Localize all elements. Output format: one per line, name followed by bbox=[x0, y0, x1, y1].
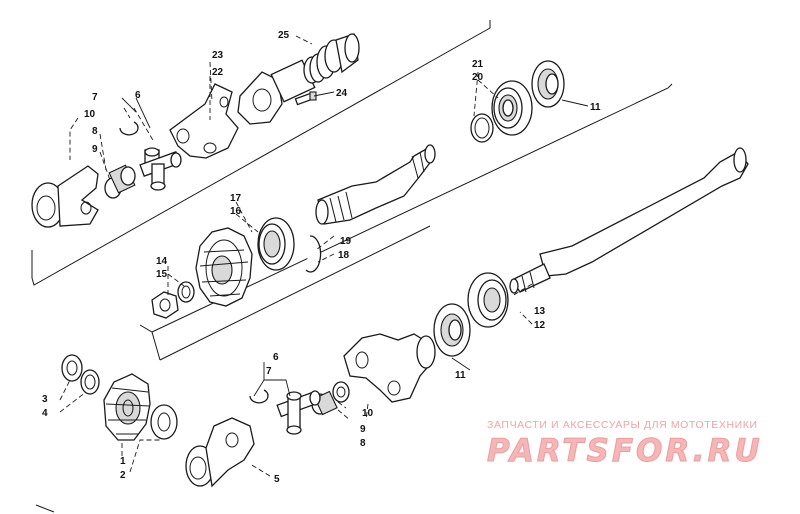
bearing-cup-top bbox=[104, 164, 136, 199]
callout-4: 4 bbox=[42, 408, 48, 419]
callout-11-top: 11 bbox=[590, 102, 601, 113]
bevel-gear-bottom bbox=[103, 373, 151, 441]
callout-20: 20 bbox=[472, 72, 484, 83]
callout-1: 1 bbox=[120, 456, 126, 467]
assembly-frames bbox=[31, 20, 673, 513]
seal-middle bbox=[433, 303, 471, 357]
callout-22: 22 bbox=[212, 67, 224, 78]
callout-10-bottom: 10 bbox=[362, 408, 374, 419]
callout-12: 12 bbox=[534, 320, 546, 331]
yoke-top bbox=[31, 165, 99, 228]
bearing-middle bbox=[467, 272, 509, 328]
bolt bbox=[294, 91, 317, 106]
flange-yoke bbox=[169, 83, 239, 159]
callout-5: 5 bbox=[274, 474, 280, 485]
callout-labels: 1 2 3 4 5 6 6 7 7 8 8 9 9 10 10 11 11 12… bbox=[42, 30, 601, 485]
snap-ring-middle bbox=[305, 235, 322, 273]
needle-bearing bbox=[257, 217, 295, 271]
callout-8-bottom: 8 bbox=[360, 438, 366, 449]
watermark-logo: PARTSFOR.RU bbox=[487, 433, 763, 470]
watermark-caption: ЗАПЧАСТИ И АКСЕССУАРЫ ДЛЯ МОТОТЕХНИКИ bbox=[487, 419, 758, 431]
bearing-top bbox=[491, 80, 533, 136]
callout-8-top: 8 bbox=[92, 126, 98, 137]
callout-23: 23 bbox=[212, 50, 224, 61]
bevel-gear bbox=[195, 227, 253, 307]
callout-13: 13 bbox=[534, 306, 546, 317]
pinion-shaft bbox=[315, 144, 436, 225]
callout-2: 2 bbox=[120, 470, 126, 481]
retaining-ring-top bbox=[470, 113, 494, 143]
callout-11-bottom: 11 bbox=[455, 370, 466, 381]
callout-17: 17 bbox=[230, 193, 242, 204]
callout-7-top: 7 bbox=[92, 92, 98, 103]
callout-24: 24 bbox=[336, 88, 348, 99]
callout-6-bottom: 6 bbox=[273, 352, 279, 363]
rubber-boot bbox=[309, 33, 360, 83]
callout-25: 25 bbox=[278, 30, 290, 41]
snap-ring-top bbox=[119, 121, 139, 136]
callout-21: 21 bbox=[472, 59, 484, 70]
callout-7-bottom: 7 bbox=[266, 366, 272, 377]
callout-9-top: 9 bbox=[92, 144, 98, 155]
callout-19: 19 bbox=[340, 236, 352, 247]
snap-ring-bottom bbox=[249, 389, 269, 404]
callout-14: 14 bbox=[156, 256, 168, 267]
nut-bottom bbox=[61, 354, 100, 395]
output-flange bbox=[237, 56, 321, 125]
washer-bottom bbox=[150, 404, 178, 440]
leader-lines bbox=[59, 35, 589, 477]
yoke-bottom-large bbox=[343, 333, 436, 403]
callout-9-bottom: 9 bbox=[360, 424, 366, 435]
yoke-bottom-small bbox=[185, 417, 255, 488]
nut-washer bbox=[151, 281, 195, 319]
callout-3: 3 bbox=[42, 394, 48, 405]
callout-10-top: 10 bbox=[84, 109, 96, 120]
seal-top bbox=[531, 60, 565, 108]
callout-6-top: 6 bbox=[135, 90, 141, 101]
callout-18: 18 bbox=[338, 250, 350, 261]
callout-16: 16 bbox=[230, 206, 242, 217]
universal-joint-cross-bottom bbox=[276, 390, 321, 435]
universal-joint-cross-top bbox=[139, 147, 182, 191]
drive-shaft bbox=[509, 147, 749, 294]
callout-15: 15 bbox=[156, 269, 168, 280]
